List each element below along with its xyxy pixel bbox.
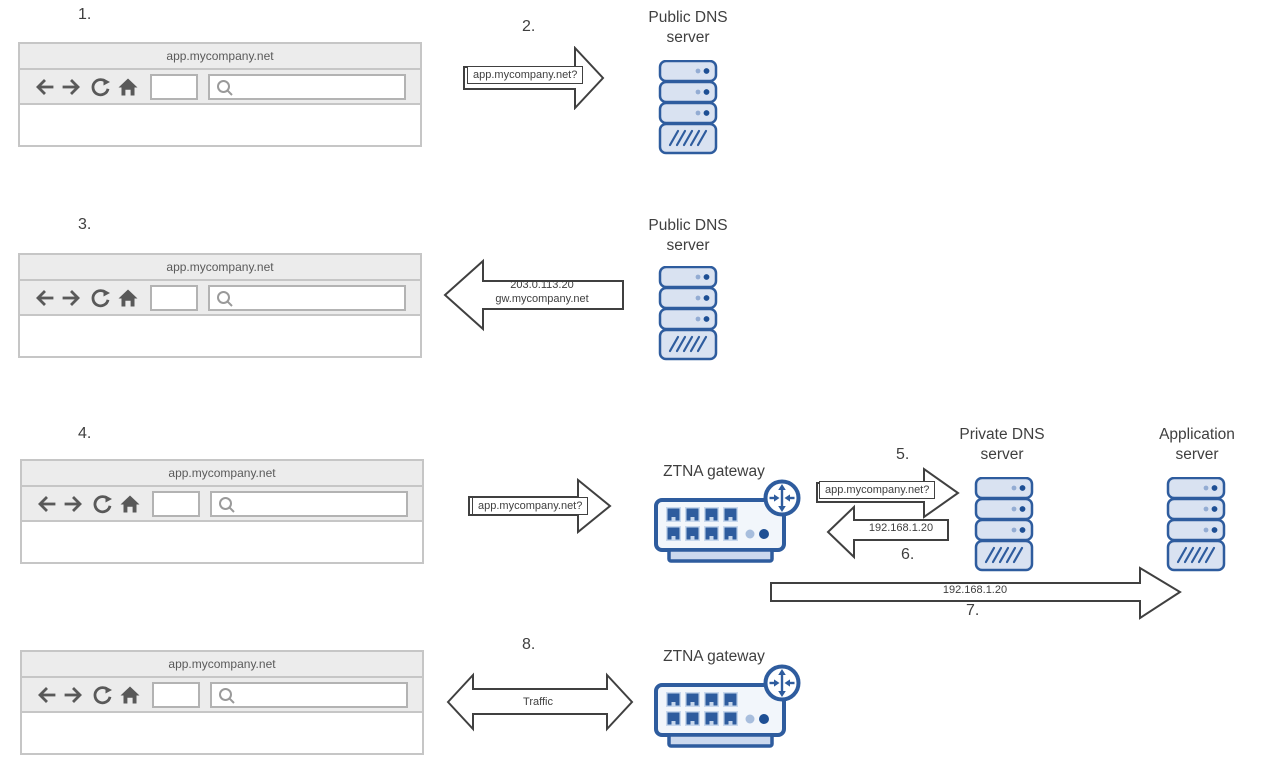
step-6-label: 6. <box>901 546 915 563</box>
search-input[interactable] <box>210 681 408 708</box>
arrow-gateway-query-label: app.mycompany.net? <box>472 497 589 515</box>
network-gateway-icon <box>650 478 805 566</box>
arrow-connect-label: 192.168.1.20 <box>942 584 1008 596</box>
arrow-private-response-label: 192.168.1.20 <box>868 522 934 534</box>
browser-toolbar <box>20 281 420 316</box>
reload-icon[interactable] <box>91 684 113 706</box>
browser-title: app.mycompany.net <box>166 260 274 274</box>
search-input[interactable] <box>208 284 406 311</box>
public-dns-server-label: Public DNS server <box>648 9 728 46</box>
browser-content-area <box>20 105 420 143</box>
arrow-dns-response <box>443 258 624 332</box>
search-icon <box>217 290 233 307</box>
application-server-label: Application server <box>1159 426 1235 463</box>
search-input[interactable] <box>208 73 406 100</box>
search-icon <box>219 687 235 704</box>
browser-toolbar <box>20 70 420 105</box>
public-dns-server-icon <box>658 60 718 155</box>
reload-icon[interactable] <box>89 76 111 98</box>
address-input[interactable] <box>152 490 200 517</box>
search-icon <box>219 496 235 513</box>
step-7-label: 7. <box>966 602 980 619</box>
step-4-label: 4. <box>78 425 92 442</box>
search-icon <box>217 79 233 96</box>
browser-window-2: app.mycompany.net <box>18 253 422 358</box>
address-input[interactable] <box>150 284 198 311</box>
browser-title-bar: app.mycompany.net <box>20 44 420 70</box>
browser-title-bar: app.mycompany.net <box>20 255 420 281</box>
browser-title-bar: app.mycompany.net <box>22 461 422 487</box>
arrow-traffic <box>446 672 634 732</box>
search-input[interactable] <box>210 490 408 517</box>
step-3-label: 3. <box>78 216 92 233</box>
browser-window-4: app.mycompany.net <box>20 650 424 755</box>
home-icon[interactable] <box>117 287 139 309</box>
public-dns-server-label: Public DNS server <box>648 217 728 254</box>
ztna-gateway-label: ZTNA gateway <box>663 463 765 480</box>
browser-title: app.mycompany.net <box>168 466 276 480</box>
back-arrow-icon[interactable] <box>33 287 55 309</box>
forward-arrow-icon[interactable] <box>63 684 85 706</box>
forward-arrow-icon[interactable] <box>61 76 83 98</box>
step-1-label: 1. <box>78 6 92 23</box>
back-arrow-icon[interactable] <box>33 76 55 98</box>
step-5-label: 5. <box>896 446 910 463</box>
home-icon[interactable] <box>119 493 141 515</box>
browser-window-3: app.mycompany.net <box>20 459 424 564</box>
home-icon[interactable] <box>117 76 139 98</box>
step-2-label: 2. <box>522 18 536 35</box>
browser-title: app.mycompany.net <box>166 49 274 63</box>
arrow-connect <box>770 566 1182 620</box>
arrow-dns-query-label: app.mycompany.net? <box>467 66 584 84</box>
forward-arrow-icon[interactable] <box>61 287 83 309</box>
address-input[interactable] <box>150 73 198 100</box>
home-icon[interactable] <box>119 684 141 706</box>
reload-icon[interactable] <box>91 493 113 515</box>
ztna-gateway-label: ZTNA gateway <box>663 648 765 665</box>
browser-toolbar <box>22 678 422 713</box>
browser-content-area <box>20 316 420 354</box>
step-8-label: 8. <box>522 636 536 653</box>
private-dns-server-icon <box>974 477 1034 572</box>
public-dns-server-icon <box>658 266 718 361</box>
browser-content-area <box>22 522 422 560</box>
browser-title: app.mycompany.net <box>168 657 276 671</box>
forward-arrow-icon[interactable] <box>63 493 85 515</box>
arrow-private-response <box>826 504 949 560</box>
arrow-traffic-label: Traffic <box>523 696 553 708</box>
back-arrow-icon[interactable] <box>35 493 57 515</box>
browser-toolbar <box>22 487 422 522</box>
reload-icon[interactable] <box>89 287 111 309</box>
back-arrow-icon[interactable] <box>35 684 57 706</box>
application-server-icon <box>1166 477 1226 572</box>
arrow-private-query-label: app.mycompany.net? <box>819 481 936 499</box>
browser-window-1: app.mycompany.net <box>18 42 422 147</box>
network-gateway-icon <box>650 663 805 751</box>
private-dns-server-label: Private DNS server <box>959 426 1045 463</box>
browser-content-area <box>22 713 422 751</box>
address-input[interactable] <box>152 681 200 708</box>
arrow-dns-response-label: 203.0.113.20 gw.mycompany.net <box>495 279 589 305</box>
browser-title-bar: app.mycompany.net <box>22 652 422 678</box>
